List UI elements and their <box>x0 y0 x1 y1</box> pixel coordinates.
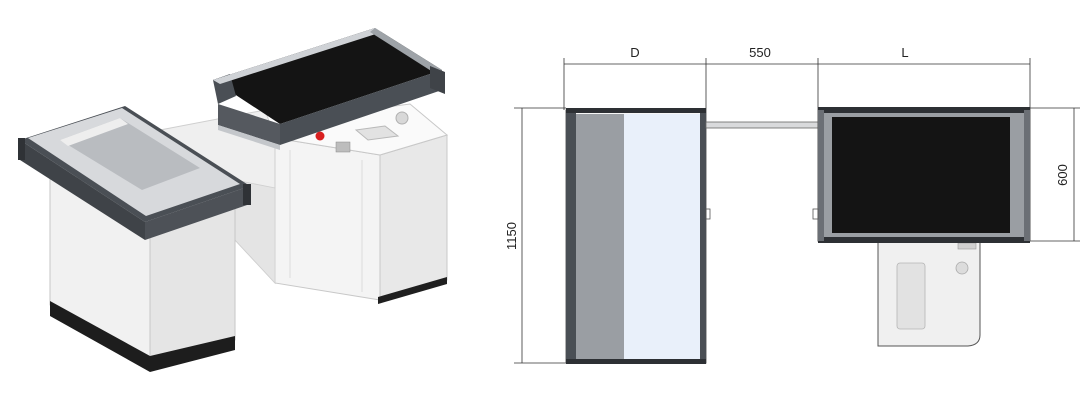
checkout-counter-3d-view <box>18 28 449 372</box>
rear-conveyor-belt <box>213 28 445 150</box>
counter-top-view <box>565 108 711 364</box>
cashier-cabinet <box>274 103 449 304</box>
conveyor-top-view <box>812 107 1031 347</box>
gap-dimension-label: 550 <box>749 45 771 60</box>
width-dimension-label: 600 <box>1055 164 1070 186</box>
dimension-lines <box>521 63 1075 363</box>
top-view-technical-drawing: D 550 L 1150 600 <box>504 45 1080 364</box>
connecting-bar <box>705 121 819 129</box>
indicator-light <box>315 131 325 141</box>
conveyor-belt <box>832 117 1010 233</box>
length-dimension-label: L <box>901 45 908 60</box>
dimension-guides <box>514 58 1080 364</box>
customer-counter <box>18 106 251 372</box>
depth-dimension-label: D <box>630 45 639 60</box>
height-dimension-label: 1150 <box>504 222 519 250</box>
